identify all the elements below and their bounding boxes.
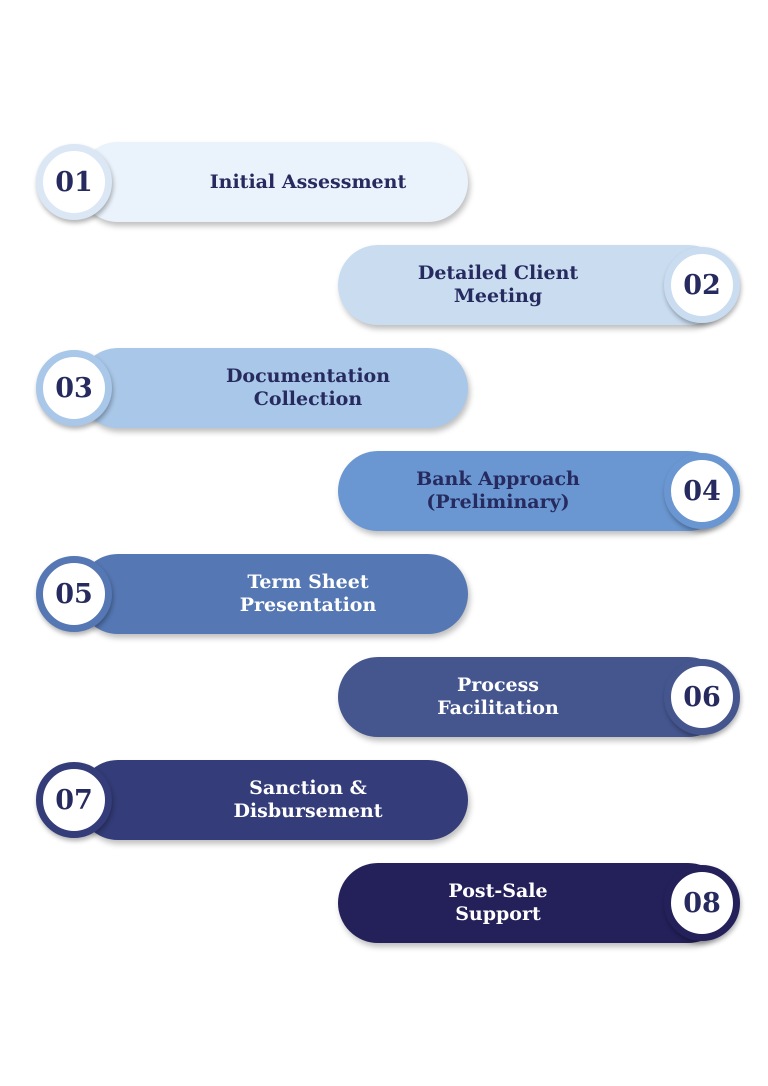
step-05: Term Sheet Presentation 05 (36, 554, 468, 638)
step-04-badge: 04 (664, 453, 740, 529)
step-07-pill: Sanction & Disbursement (78, 760, 468, 840)
step-08: Post-Sale Support 08 (338, 863, 740, 947)
step-07-label: Sanction & Disbursement (233, 777, 383, 822)
step-03-number: 03 (55, 372, 93, 404)
step-02: Detailed Client Meeting 02 (338, 245, 740, 329)
step-06: Process Facilitation 06 (338, 657, 740, 741)
step-04: Bank Approach (Preliminary) 04 (338, 451, 740, 535)
step-05-number: 05 (55, 578, 93, 610)
step-08-label: Post-Sale Support (448, 880, 548, 925)
step-05-pill: Term Sheet Presentation (78, 554, 468, 634)
step-04-label: Bank Approach (Preliminary) (416, 468, 580, 513)
step-07-number: 07 (55, 784, 93, 816)
step-06-pill: Process Facilitation (338, 657, 728, 737)
step-02-number: 02 (683, 269, 721, 301)
step-07-badge: 07 (36, 762, 112, 838)
step-01: Initial Assessment 01 (36, 142, 468, 226)
step-03-badge: 03 (36, 350, 112, 426)
step-03: Documentation Collection 03 (36, 348, 468, 432)
step-06-label: Process Facilitation (437, 674, 559, 719)
step-01-number: 01 (55, 166, 93, 198)
step-02-label: Detailed Client Meeting (417, 262, 579, 307)
step-02-pill: Detailed Client Meeting (338, 245, 728, 325)
step-01-badge: 01 (36, 144, 112, 220)
step-08-badge: 08 (664, 865, 740, 941)
step-02-badge: 02 (664, 247, 740, 323)
step-07: Sanction & Disbursement 07 (36, 760, 468, 844)
step-06-number: 06 (683, 681, 721, 713)
step-04-pill: Bank Approach (Preliminary) (338, 451, 728, 531)
step-01-pill: Initial Assessment (78, 142, 468, 222)
step-03-label: Documentation Collection (225, 365, 391, 410)
step-01-label: Initial Assessment (209, 170, 407, 193)
step-03-pill: Documentation Collection (78, 348, 468, 428)
step-05-badge: 05 (36, 556, 112, 632)
step-08-pill: Post-Sale Support (338, 863, 728, 943)
step-08-number: 08 (683, 887, 721, 919)
step-06-badge: 06 (664, 659, 740, 735)
step-04-number: 04 (683, 475, 721, 507)
step-05-label: Term Sheet Presentation (239, 571, 377, 616)
